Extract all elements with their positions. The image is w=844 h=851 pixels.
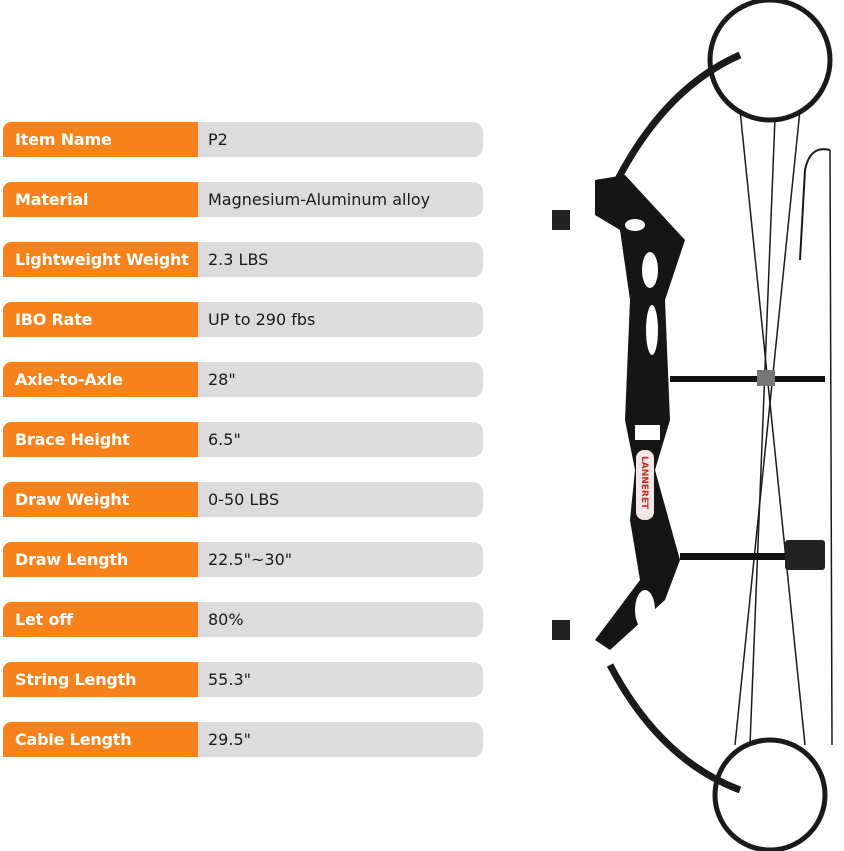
grip-logo-plate: [636, 450, 654, 520]
spec-label: Draw Weight: [3, 482, 198, 517]
riser: [595, 175, 685, 650]
spec-value: Magnesium-Aluminum alloy: [198, 182, 483, 217]
upper-cam: [707, 0, 833, 123]
spec-label: Draw Length: [3, 542, 198, 577]
spec-label: Cable Length: [3, 722, 198, 757]
spec-value: 2.3 LBS: [198, 242, 483, 277]
compound-bow-image: LANNERET: [552, 0, 833, 851]
spec-label: Axle-to-Axle: [3, 362, 198, 397]
arrow-rest: [757, 370, 775, 386]
spec-value: P2: [198, 122, 483, 157]
string-loop: [799, 148, 831, 261]
logo-text: LANNERET: [639, 456, 649, 510]
spec-value: 29.5": [198, 722, 483, 757]
upper-limb: [606, 51, 742, 197]
arrow-rest-rod: [670, 376, 825, 382]
spec-label: String Length: [3, 662, 198, 697]
lower-limb: [606, 663, 742, 794]
spec-label: Material: [3, 182, 198, 217]
limb-pocket-upper: [552, 210, 570, 230]
spec-label: IBO Rate: [3, 302, 198, 337]
bow-cable: [734, 109, 801, 746]
stabilizer-weight: [785, 540, 825, 570]
spec-value: 0-50 LBS: [198, 482, 483, 517]
bow-string: [829, 149, 833, 746]
spec-value: 22.5"~30": [198, 542, 483, 577]
spec-value: 55.3": [198, 662, 483, 697]
spec-label: Item Name: [3, 122, 198, 157]
spec-label: Brace Height: [3, 422, 198, 457]
bow-string: [749, 117, 776, 746]
spec-label: Lightweight Weight: [3, 242, 198, 277]
spec-value: UP to 290 fbs: [198, 302, 483, 337]
spec-value: 6.5": [198, 422, 483, 457]
bow-cable: [739, 109, 806, 746]
lower-cam: [712, 737, 828, 851]
spec-label: Let off: [3, 602, 198, 637]
spec-value: 80%: [198, 602, 483, 637]
limb-pocket-lower: [552, 620, 570, 640]
spec-value: 28": [198, 362, 483, 397]
riser-cutouts: [625, 219, 660, 630]
stabilizer: [680, 553, 815, 560]
